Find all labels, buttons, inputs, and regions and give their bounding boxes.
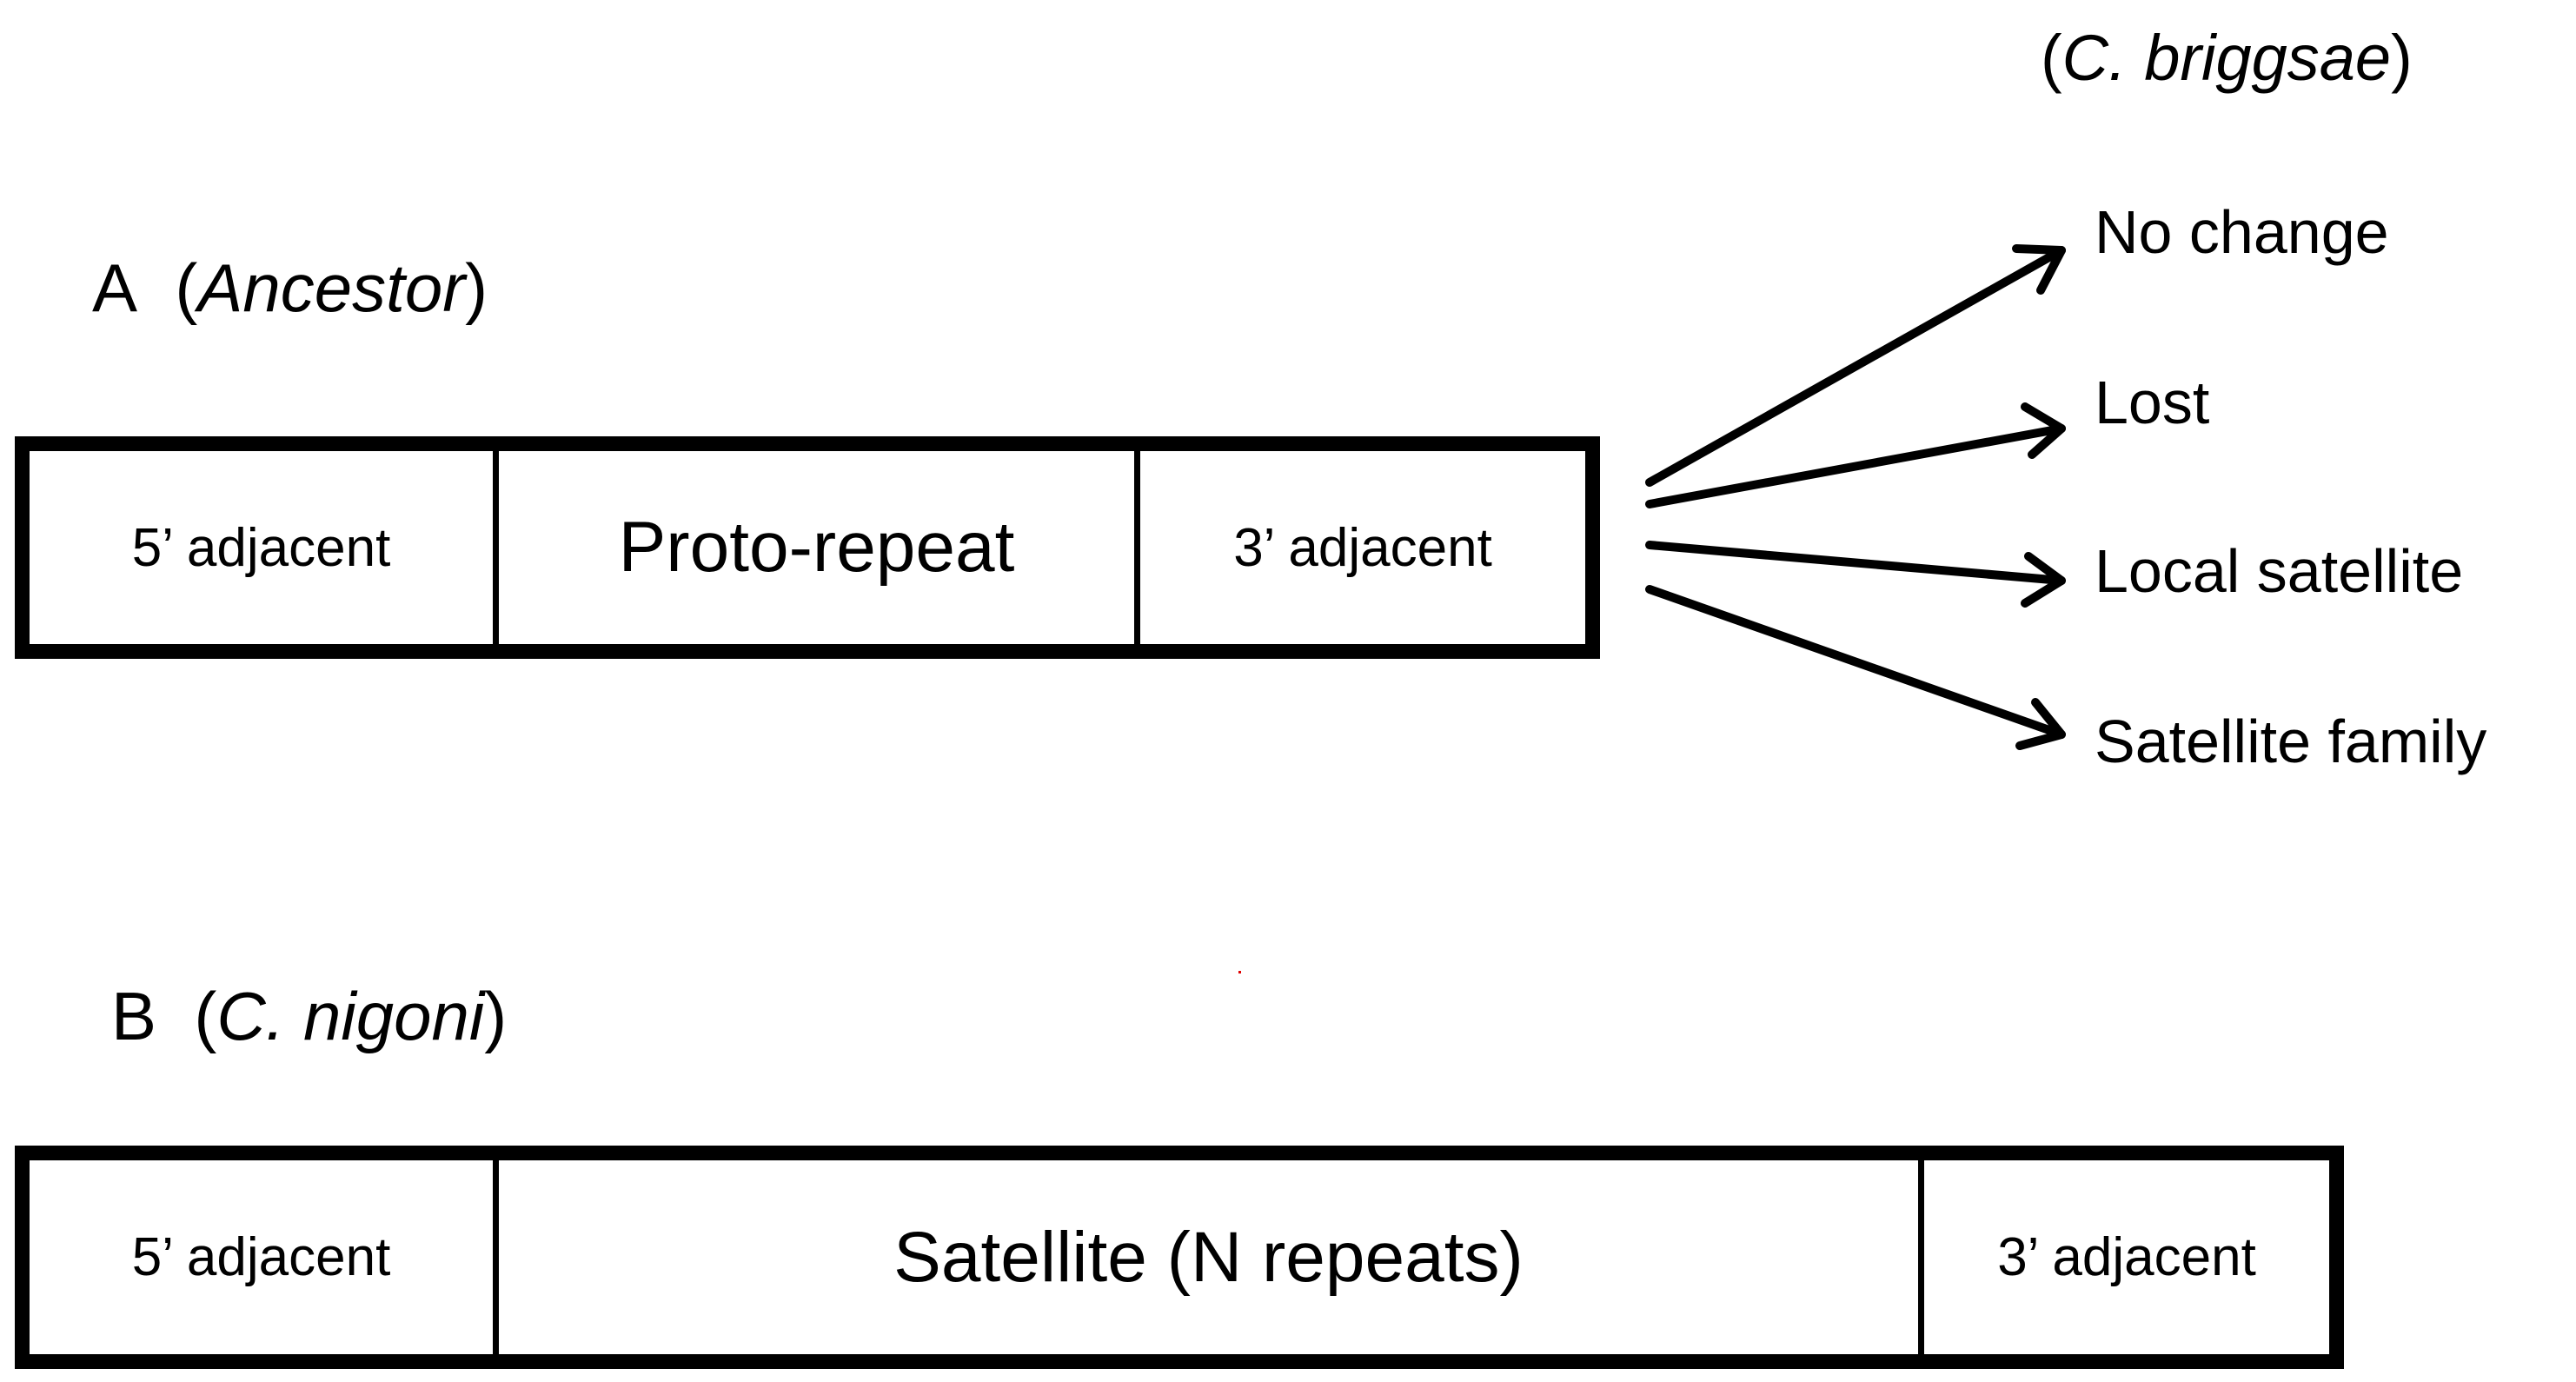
panel-b-sequence-box: 5’ adjacent Satellite (N repeats) 3’ adj… (15, 1146, 2344, 1369)
panel-a-letter: A (92, 249, 138, 326)
red-dot-mark (1238, 971, 1241, 973)
arrow-to-local-satellite (1645, 541, 2066, 608)
panel-a-sequence-box: 5’ adjacent Proto-repeat 3’ adjacent (15, 436, 1600, 659)
outcome-satellite-family: Satellite family (2095, 708, 2487, 775)
panel-a-species: Ancestor (197, 249, 466, 326)
panel-a-5prime-label: 5’ adjacent (131, 517, 391, 578)
panel-b-satellite-segment: Satellite (N repeats) (493, 1160, 1918, 1354)
panel-a-3prime-label: 3’ adjacent (1233, 517, 1492, 578)
arrow-to-lost (1645, 402, 2066, 508)
panel-b-label: B (C. nigoni) (111, 978, 508, 1054)
panel-b-5prime-label: 5’ adjacent (131, 1227, 391, 1287)
panel-b-satellite-label: Satellite (N repeats) (893, 1217, 1524, 1297)
panel-b-letter: B (111, 978, 157, 1054)
panel-a-5prime-segment: 5’ adjacent (30, 451, 493, 644)
panel-a-3prime-segment: 3’ adjacent (1134, 451, 1585, 644)
outcome-local-satellite: Local satellite (2095, 537, 2464, 605)
panel-b-species: C. nigoni (216, 978, 485, 1054)
outcomes-species-name: C. briggsae (2061, 22, 2392, 94)
panel-b-5prime-segment: 5’ adjacent (30, 1160, 493, 1354)
panel-b-3prime-segment: 3’ adjacent (1918, 1160, 2329, 1354)
outcome-lost: Lost (2095, 369, 2210, 436)
outcome-no-change: No change (2095, 198, 2389, 266)
outcomes-species-label: (C. briggsae) (2041, 22, 2413, 94)
panel-a-label: A (Ancestor) (92, 249, 488, 326)
panel-a-proto-repeat-segment: Proto-repeat (493, 451, 1134, 644)
panel-b-3prime-label: 3’ adjacent (1997, 1227, 2256, 1287)
arrow-to-no-change (1645, 244, 2066, 487)
arrow-to-satellite-family (1645, 585, 2066, 750)
panel-a-proto-repeat-label: Proto-repeat (618, 508, 1015, 587)
